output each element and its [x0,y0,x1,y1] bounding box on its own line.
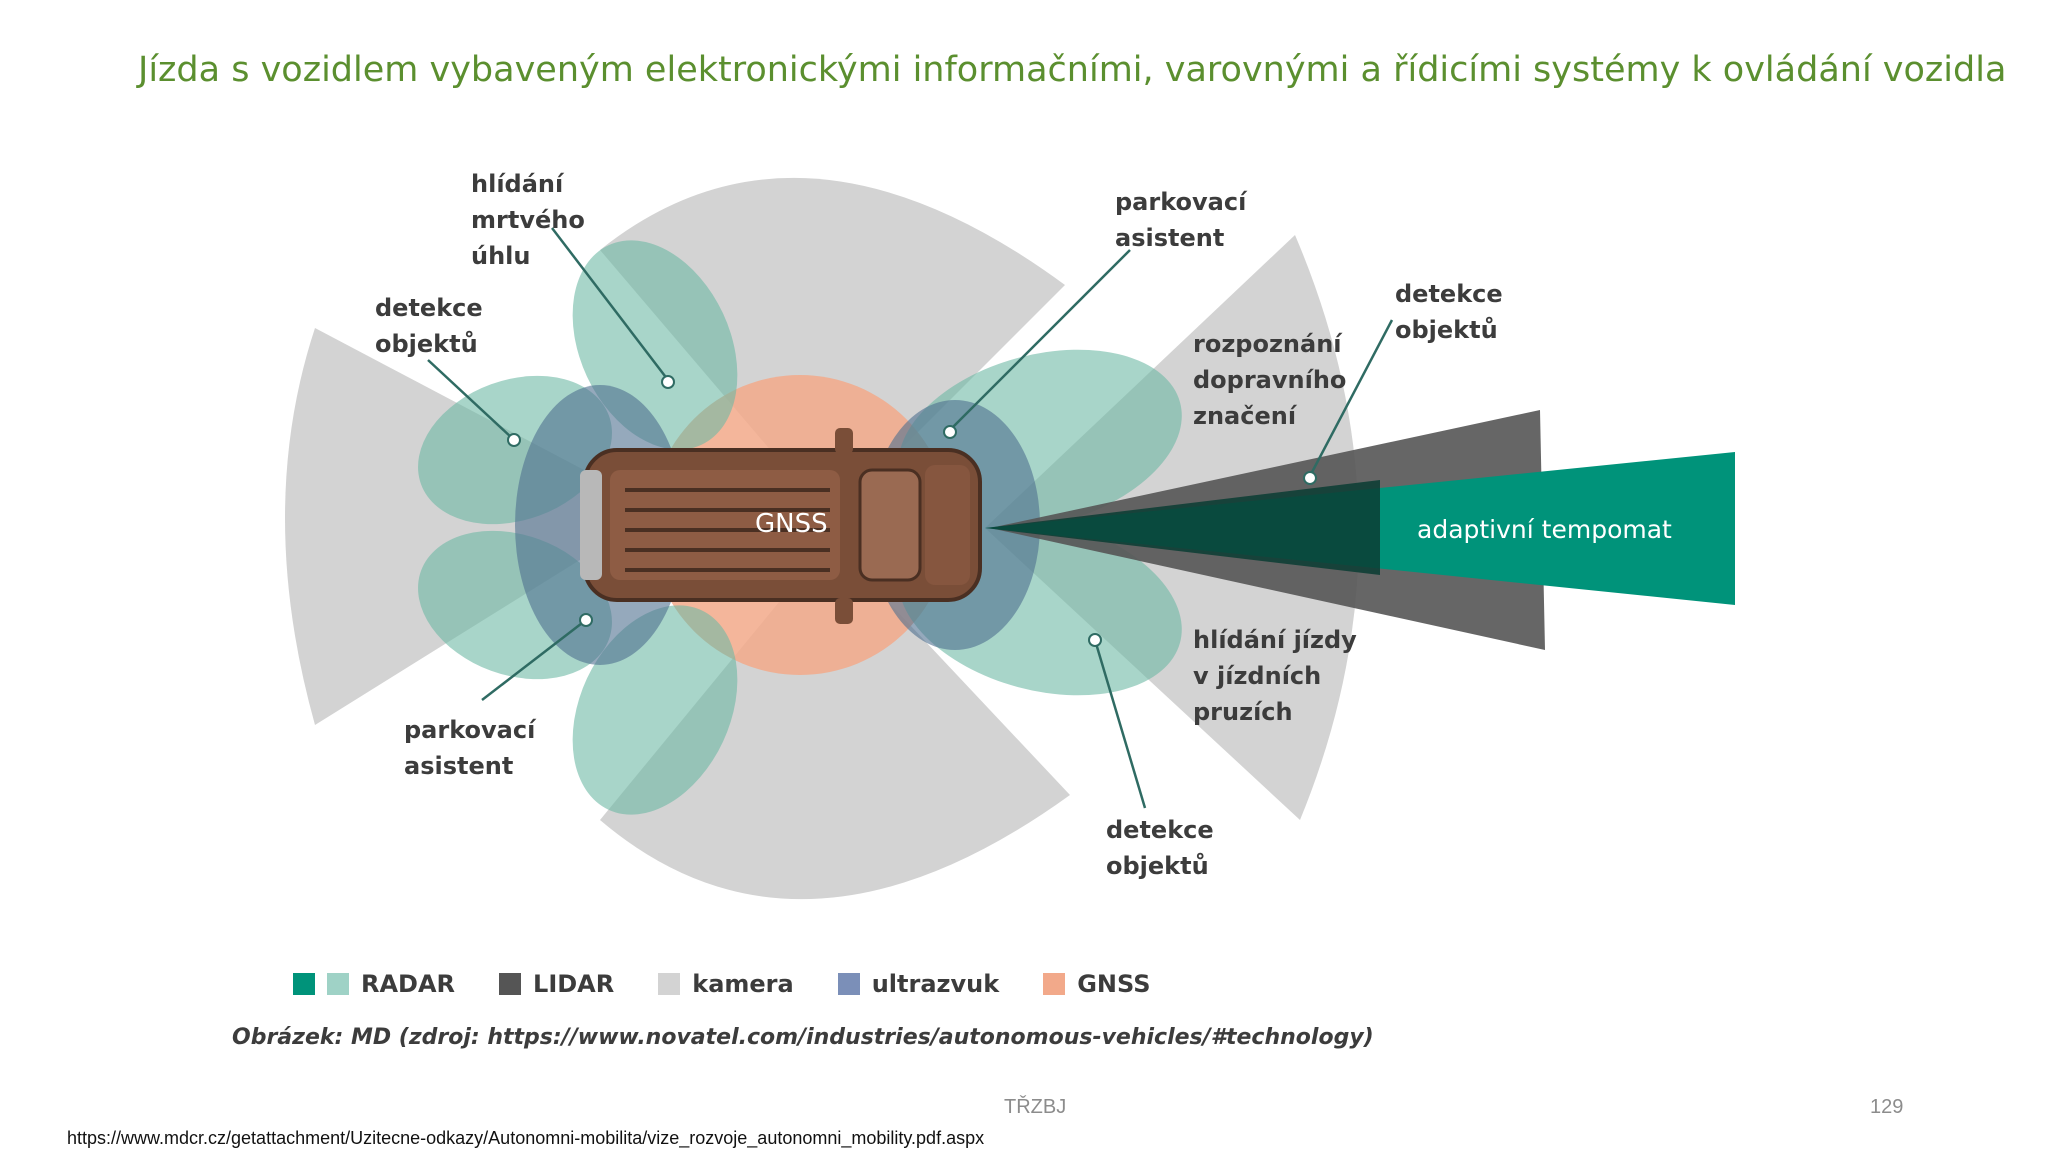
label-blind-spot: hlídání mrtvého úhlu [471,170,593,270]
figure-caption: Obrázek: MD (zdroj: https://www.novatel.… [232,1025,1374,1050]
car-rear-bumper [580,470,602,580]
legend-swatch-radar-light [327,973,349,995]
camera-cone-rear [285,328,660,725]
label-parking-rear: parkovací asistent [404,716,544,780]
legend: RADAR LIDAR kamera ultrazvuk GNSS [293,970,1194,998]
legend-label-ultrasound: ultrazvuk [871,970,1000,998]
car [580,428,982,624]
camera-cone-bottom [600,540,1070,900]
legend-label-radar: RADAR [361,970,456,998]
leader-lines [427,227,1394,809]
page-number: 129 [1870,1096,1904,1118]
legend-gnss: GNSS [1043,970,1150,998]
legend-swatch-camera [658,973,681,995]
legend-radar: RADAR [293,970,455,998]
car-mirror-top [835,428,853,454]
label-sign-recognition: rozpoznání dopravního značení [1193,330,1355,430]
legend-label-camera: kamera [692,970,794,998]
label-lane-keeping: hlídání jízdy v jízdních pruzích [1193,626,1365,726]
car-mirror-bottom [835,598,853,624]
legend-lidar: LIDAR [499,970,614,998]
legend-ultrasound: ultrazvuk [837,970,1000,998]
label-object-detection-front: detekce objektů [1395,280,1511,344]
camera-cone-top [600,177,1065,520]
label-parking-front: parkovací asistent [1115,188,1255,252]
car-windshield [858,468,922,582]
car-hood [925,465,970,585]
source-url: https://www.mdcr.cz/getattachment/Uzitec… [67,1128,985,1148]
footer-center-text: TŘZBJ [1004,1096,1067,1118]
radar-long-range-core [985,480,1380,575]
legend-camera: kamera [658,970,794,998]
legend-swatch-radar-dark [293,973,315,995]
label-adaptive-cruise: adaptivní tempomat [1417,515,1672,544]
legend-swatch-lidar [499,973,522,995]
legend-swatch-ultrasound [837,973,860,995]
legend-swatch-gnss [1043,973,1066,995]
label-object-detection-bottom: detekce objektů [1106,816,1222,880]
slide-title: Jízda s vozidlem vybaveným elektronickým… [138,50,2007,90]
gnss-center-label: GNSS [755,509,828,539]
car-roof-rack [610,470,840,580]
legend-label-gnss: GNSS [1077,970,1151,998]
legend-label-lidar: LIDAR [533,970,615,998]
leader-dots [507,375,1317,647]
label-object-detection-rear: detekce objektů [375,294,491,358]
